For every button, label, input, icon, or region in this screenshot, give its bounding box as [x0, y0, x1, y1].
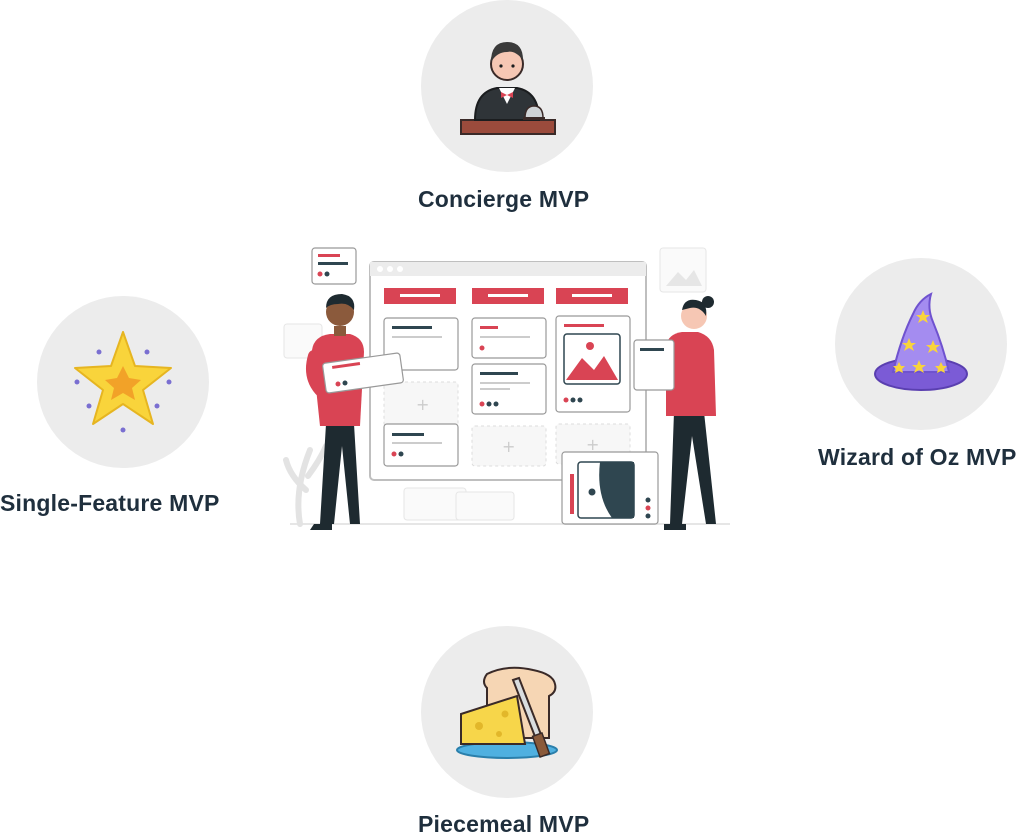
star-icon	[74, 331, 172, 433]
svg-text:+: +	[586, 435, 599, 454]
svg-text:+: +	[502, 437, 515, 456]
wizard-circle	[835, 258, 1007, 430]
kanban-board-illustration: + + +	[280, 240, 740, 540]
kanban-illustration-svg: + + +	[283, 247, 730, 530]
woman-figure	[633, 296, 716, 530]
concierge-circle	[421, 0, 593, 172]
single-feature-label: Single-Feature MVP	[0, 490, 220, 516]
wizard-label: Wizard of Oz MVP	[818, 444, 1017, 470]
svg-text:+: +	[416, 395, 429, 414]
piecemeal-circle	[421, 626, 593, 798]
concierge-label: Concierge MVP	[418, 186, 590, 212]
single-feature-circle	[37, 296, 209, 468]
piecemeal-label: Piecemeal MVP	[418, 811, 590, 837]
concierge-icon	[460, 42, 556, 135]
wizard-hat-icon	[874, 292, 968, 391]
man-figure	[306, 294, 404, 530]
bread-cheese-icon	[456, 666, 558, 759]
